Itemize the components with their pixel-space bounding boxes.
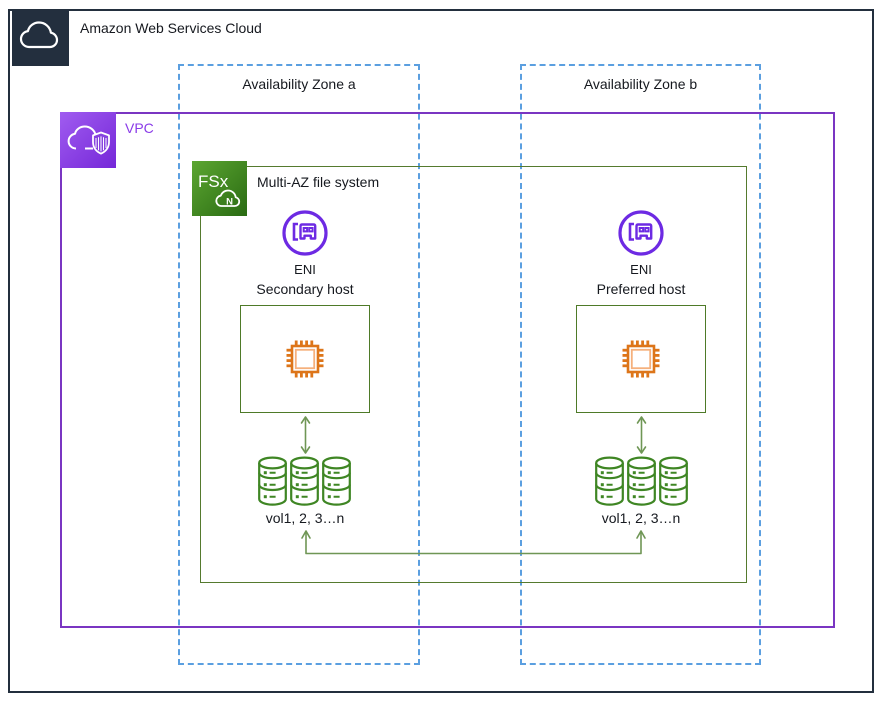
availability-zone-a: Availability Zone a — [178, 64, 420, 665]
fsx-icon-text: FSx — [198, 172, 229, 191]
eni-label-b: ENI — [630, 262, 652, 277]
host-label-a: Secondary host — [256, 281, 354, 297]
cloud-icon — [19, 21, 59, 49]
aws-cloud-title: Amazon Web Services Cloud — [80, 20, 262, 36]
volume-cylinder-icon — [290, 456, 319, 506]
eni-icon-a — [280, 208, 330, 263]
fsx-icon-badge: N — [226, 197, 233, 208]
fsx-icon: FSx N — [192, 161, 247, 216]
cpu-chip-icon — [622, 340, 660, 378]
volume-cylinder-icon — [595, 456, 624, 506]
eni-icon-b — [616, 208, 666, 263]
volume-cylinder-icon — [627, 456, 656, 506]
cpu-chip-icon-a — [282, 336, 328, 387]
volumes-label-b: vol1, 2, 3…n — [601, 510, 681, 526]
az-b-label: Availability Zone b — [583, 76, 698, 92]
volumes-group-a — [257, 456, 352, 506]
cpu-chip-icon — [286, 340, 324, 378]
host-label-b: Preferred host — [596, 281, 686, 297]
volumes-group-b — [594, 456, 689, 506]
network-interface-icon — [618, 210, 664, 256]
availability-zone-b: Availability Zone b — [520, 64, 761, 665]
aws-cloud-border — [8, 9, 874, 693]
az-a-label: Availability Zone a — [242, 76, 356, 92]
vpc-label: VPC — [125, 120, 154, 136]
fsx-icon-art: FSx N — [198, 172, 241, 208]
volume-cylinder-icon — [659, 456, 688, 506]
multi-az-file-system-box — [200, 166, 747, 583]
aws-cloud-icon — [12, 9, 69, 66]
multi-az-file-system-label: Multi-AZ file system — [257, 174, 380, 190]
vpc-box — [60, 112, 835, 628]
volume-cylinder-icon — [322, 456, 351, 506]
volumes-label-a: vol1, 2, 3…n — [265, 510, 345, 526]
network-interface-icon — [282, 210, 328, 256]
volume-cylinder-icon — [258, 456, 287, 506]
eni-label-a: ENI — [294, 262, 316, 277]
cloud-shield-icon — [67, 125, 110, 155]
vpc-icon — [60, 112, 116, 168]
cpu-chip-icon-b — [618, 336, 664, 387]
